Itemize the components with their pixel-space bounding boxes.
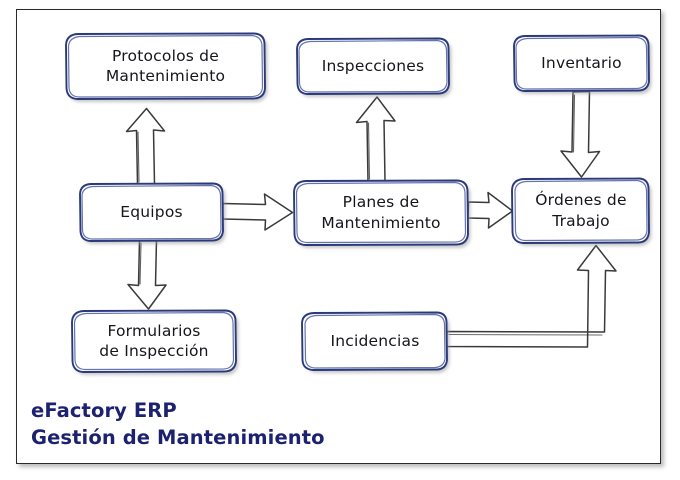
diagram-title: eFactory ERP Gestión de Mantenimiento: [31, 398, 325, 451]
title-line-product: eFactory ERP: [31, 399, 177, 422]
edge-layer: [125, 90, 617, 348]
node-ordenes[interactable]: [511, 177, 650, 244]
node-protocolos[interactable]: [65, 32, 266, 100]
edge-equipos-to-formularios: [127, 238, 167, 310]
edge-planes-to-ordenes: [467, 191, 514, 229]
node-incidencias[interactable]: [301, 311, 448, 371]
edge-equipos-to-planes: [221, 193, 294, 231]
node-formularios[interactable]: [71, 309, 237, 373]
node-planes[interactable]: [293, 179, 469, 246]
edge-inventario-to-ordenes: [560, 90, 601, 178]
edge-incidencias-to-ordenes: [445, 244, 617, 348]
node-layer: [65, 32, 650, 373]
title-line-module: Gestión de Mantenimiento: [31, 425, 325, 449]
node-equipos[interactable]: [79, 182, 224, 242]
node-inventario[interactable]: [513, 34, 650, 92]
edge-equipos-to-protocolos: [125, 107, 166, 186]
node-inspecciones[interactable]: [296, 37, 450, 95]
edge-planes-to-inspecciones: [355, 96, 396, 183]
